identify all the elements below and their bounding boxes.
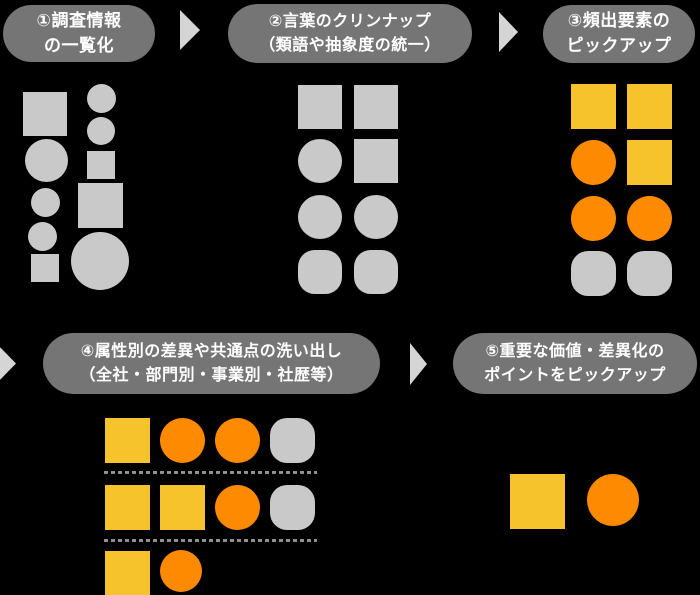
step-4-pill: ④属性別の差異や共通点の洗い出し （全社・部門別・事業別・社歴等） xyxy=(43,333,380,394)
gray-circle xyxy=(298,139,342,183)
step-4-label-line-1: ④属性別の差異や共通点の洗い出し xyxy=(80,343,343,361)
gray-rounded-square xyxy=(627,251,672,296)
arrow-right-icon xyxy=(0,342,16,385)
step-2-label-line-2: （類語や抽象度の統一） xyxy=(259,36,441,54)
step-2-label-line-1: ②言葉のクリンナップ xyxy=(268,13,432,31)
gray-rounded-square xyxy=(270,485,315,530)
gray-circle xyxy=(87,117,115,145)
step-3-label-line-1: ③頻出要素の xyxy=(567,11,671,31)
yellow-square xyxy=(571,84,616,129)
gray-square xyxy=(78,183,123,228)
orange-circle xyxy=(587,474,639,526)
orange-circle xyxy=(627,196,672,241)
gray-circle xyxy=(25,139,68,182)
orange-circle xyxy=(571,140,616,185)
gray-circle xyxy=(298,195,342,239)
yellow-square xyxy=(160,485,205,530)
orange-circle xyxy=(215,485,260,530)
orange-circle xyxy=(160,418,205,463)
gray-square xyxy=(354,85,398,129)
arrow-right-icon xyxy=(410,343,427,385)
dashed-divider xyxy=(104,539,317,542)
step-1-label-line-2: の一覧化 xyxy=(44,35,114,55)
gray-square xyxy=(354,139,398,183)
yellow-square xyxy=(627,140,672,185)
step-1-pill: ①調査情報 の一覧化 xyxy=(3,5,155,62)
gray-circle xyxy=(31,188,60,217)
arrow-right-icon xyxy=(499,12,518,52)
gray-rounded-square xyxy=(354,250,398,294)
step-1-label-line-1: ①調査情報 xyxy=(36,10,122,30)
yellow-square xyxy=(105,418,150,463)
step-3-label-line-2: ピックアップ xyxy=(566,36,672,55)
gray-circle xyxy=(28,222,57,251)
step-4-label-line-2: （全社・部門別・事業別・社歴等） xyxy=(79,366,344,384)
gray-rounded-square xyxy=(298,250,342,294)
gray-square xyxy=(298,85,342,129)
step-5-label-line-1: ⑤重要な価値・差異化の xyxy=(485,343,665,361)
gray-circle xyxy=(71,232,129,290)
orange-circle xyxy=(571,196,616,241)
yellow-square xyxy=(510,474,565,529)
gray-circle xyxy=(87,84,116,113)
step-5-pill: ⑤重要な価値・差異化の ポイントをピックアップ xyxy=(453,333,697,394)
arrow-right-icon xyxy=(180,10,200,50)
dashed-divider xyxy=(104,471,317,474)
gray-circle xyxy=(354,195,398,239)
gray-rounded-square xyxy=(270,418,315,463)
orange-circle xyxy=(160,550,202,592)
step-5-label-line-2: ポイントをピックアップ xyxy=(484,366,666,384)
gray-rounded-square xyxy=(571,251,616,296)
step-3-pill: ③頻出要素の ピックアップ xyxy=(543,5,695,63)
gray-square xyxy=(87,151,115,179)
orange-circle xyxy=(215,418,260,463)
yellow-square xyxy=(627,84,672,129)
yellow-square xyxy=(105,485,150,530)
gray-square xyxy=(31,254,59,282)
step-2-pill: ②言葉のクリンナップ （類語や抽象度の統一） xyxy=(228,4,472,63)
gray-square xyxy=(23,92,67,136)
yellow-square xyxy=(105,551,150,595)
